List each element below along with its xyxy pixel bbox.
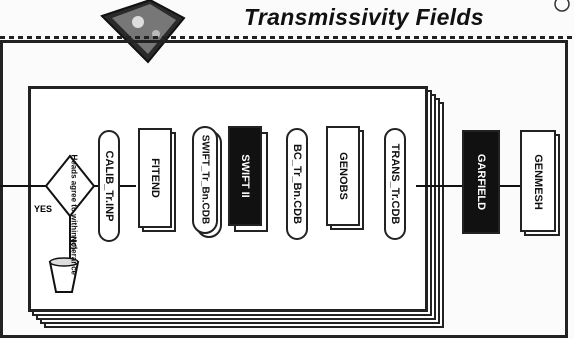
fitend-label: FITEND	[149, 138, 161, 218]
swift-tr-label: SWIFT_Tr_Bn.CDB	[200, 125, 211, 235]
trans-label: TRANS_Tr.CDB	[389, 134, 401, 234]
bc-tr-label: BC_Tr_Bn.CDB	[291, 134, 303, 234]
swift2-label: SWIFT II	[239, 136, 251, 216]
decision-text: Heads agree to within tolerance	[70, 155, 79, 215]
calib-file-label: CALIB_Tr.INP	[103, 136, 115, 236]
genmesh-label: GENMESH	[532, 142, 544, 222]
decision-no-label: NO	[68, 236, 78, 250]
garfield-label: GARFIELD	[475, 142, 487, 222]
genobs-label: GENOBS	[337, 136, 349, 216]
decision-yes-label: YES	[34, 204, 52, 214]
